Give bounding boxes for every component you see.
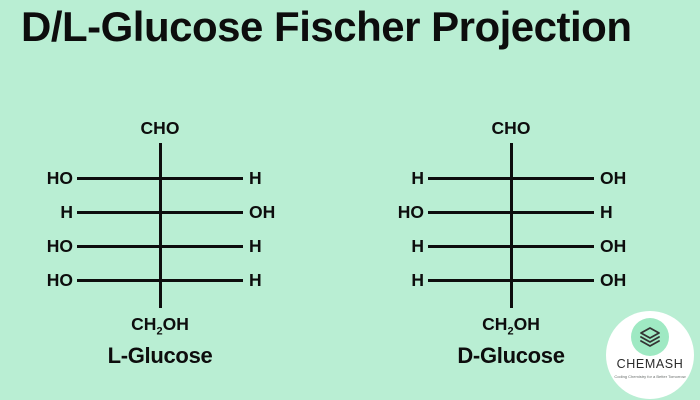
substituent-left: HO: [46, 236, 73, 256]
bottom-group-pre: CH: [482, 314, 508, 334]
molecule-name-l-glucose: L-Glucose: [107, 343, 213, 368]
bond-line: [77, 210, 243, 214]
substituent-left: HO: [397, 202, 424, 222]
substituent-right: H: [249, 270, 262, 290]
bottom-group-label: CH2OH: [381, 313, 641, 343]
logo-tagline-text: Coding Chemistry for a Better Tomorrow: [614, 374, 686, 379]
substituent-left: H: [411, 168, 424, 188]
substituent-left: H: [411, 270, 424, 290]
bottom-group-subscript: 2: [507, 325, 514, 338]
substituent-left: H: [411, 236, 424, 256]
bottom-group-post: OH: [513, 314, 540, 334]
substituent-left: HO: [46, 270, 73, 290]
top-group-label: CHO: [140, 118, 180, 138]
substituent-right: H: [249, 236, 262, 256]
top-group-label: CHO: [491, 118, 531, 138]
fischer-projection-l-glucose: CHO HO H H OH HO H HO H CH2OH L-Glucose: [30, 115, 290, 390]
substituent-right: OH: [600, 168, 627, 188]
molecule-name-d-glucose: D-Glucose: [457, 343, 565, 368]
bottom-group-post: OH: [162, 314, 189, 334]
substituent-right: OH: [600, 270, 627, 290]
substituent-right: OH: [600, 236, 627, 256]
substituent-left: H: [60, 202, 73, 222]
carbon-backbone-line: [509, 143, 513, 308]
bottom-group-subscript: 2: [156, 325, 163, 338]
substituent-left: HO: [46, 168, 73, 188]
substituent-right: H: [600, 202, 613, 222]
fischer-projection-d-glucose: CHO H OH HO H H OH H OH CH2OH D-Glucose: [381, 115, 641, 390]
bond-line: [77, 244, 243, 248]
page-title: D/L-Glucose Fischer Projection: [21, 3, 632, 50]
logo-brand-text: CHEMASH: [616, 357, 684, 371]
chemash-logo: CHEMASH Coding Chemistry for a Better To…: [606, 311, 694, 399]
substituent-right: H: [249, 168, 262, 188]
bond-line: [77, 278, 243, 282]
substituent-right: OH: [249, 202, 276, 222]
bond-line: [428, 244, 594, 248]
carbon-backbone-line: [158, 143, 162, 308]
bond-line: [428, 176, 594, 180]
layers-icon: [631, 318, 669, 356]
bottom-group-pre: CH: [131, 314, 157, 334]
bond-line: [428, 210, 594, 214]
bond-line: [77, 176, 243, 180]
bond-line: [428, 278, 594, 282]
bottom-group-label: CH2OH: [30, 313, 290, 343]
